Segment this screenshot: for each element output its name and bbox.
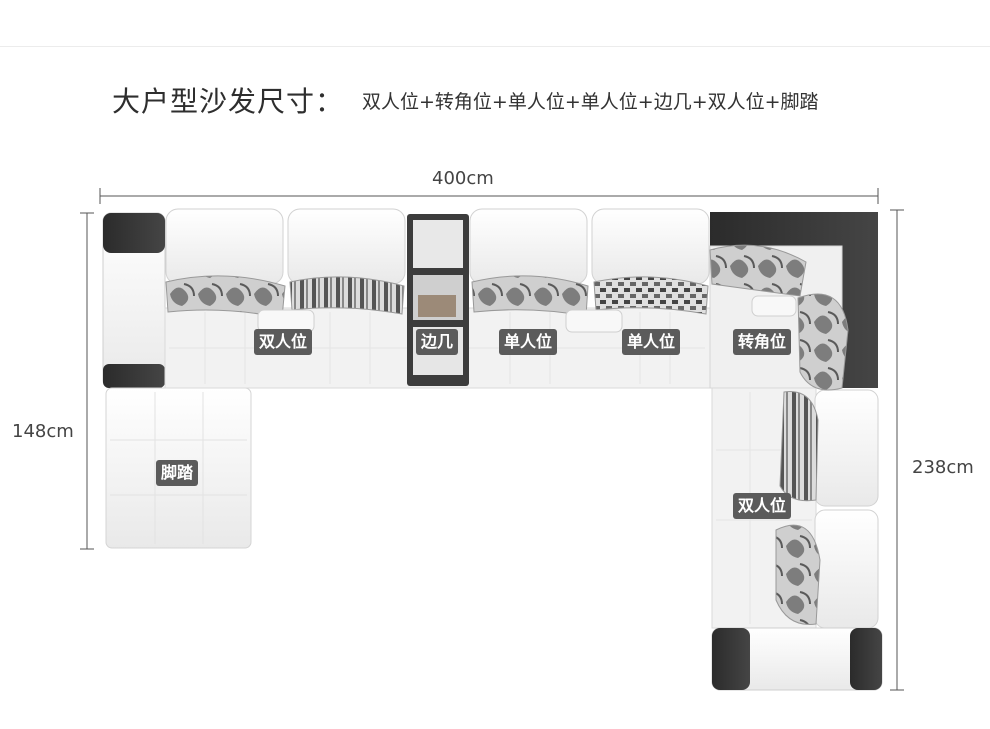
pillows-right (709, 244, 849, 625)
right-depth-dimension-label: 238cm (912, 457, 974, 478)
right-depth-dimension-line (890, 209, 904, 691)
tag-side-table: 边几 (416, 329, 459, 355)
tag-single-seat-1: 单人位 (499, 329, 558, 355)
page-title: 大户型沙发尺寸： (112, 85, 345, 118)
tag-double-seat-right: 双人位 (733, 493, 792, 519)
pillows-top (165, 275, 709, 333)
back-cushions-top (165, 208, 710, 285)
side-table (407, 214, 469, 386)
left-armrest (102, 212, 166, 389)
top-divider (0, 46, 990, 47)
title-row: 大户型沙发尺寸： 双人位+转角位+单人位+单人位+边几+双人位+脚踏 (112, 80, 819, 120)
right-armrest (711, 627, 883, 691)
tag-double-seat-left: 双人位 (254, 329, 313, 355)
width-dimension-label: 400cm (432, 168, 494, 189)
tag-single-seat-2: 单人位 (622, 329, 681, 355)
left-depth-dimension-line (80, 212, 94, 550)
left-depth-dimension-label: 148cm (12, 421, 74, 442)
composition-text: 双人位+转角位+单人位+单人位+边几+双人位+脚踏 (362, 91, 819, 113)
tag-footstool: 脚踏 (156, 460, 199, 486)
tag-corner-seat: 转角位 (733, 329, 792, 355)
width-dimension-line (99, 188, 879, 204)
